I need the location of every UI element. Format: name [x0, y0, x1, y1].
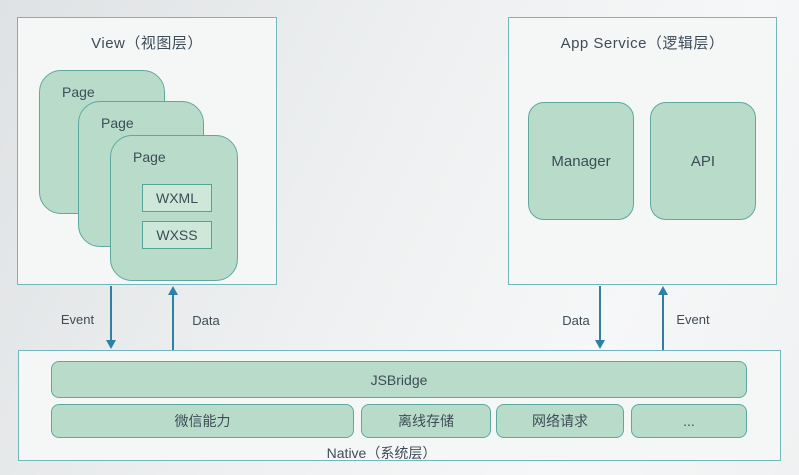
page-label: Page — [133, 149, 166, 165]
event-label-left: Event — [60, 312, 95, 327]
arrow-down-icon — [106, 340, 116, 349]
data-down-arrow-line — [599, 286, 601, 341]
data-label-left: Data — [192, 313, 220, 328]
wxml-box: WXML — [142, 184, 212, 212]
arrow-up-icon — [658, 286, 668, 295]
capability-wechat: 微信能力 — [51, 404, 354, 438]
page-label: Page — [62, 84, 95, 100]
event-down-arrow-line — [110, 286, 112, 341]
page-card: Page WXML WXSS — [110, 135, 238, 281]
arrow-down-icon — [595, 340, 605, 349]
page-label: Page — [101, 115, 134, 131]
native-layer-panel: JSBridge 微信能力 离线存储 网络请求 ... Native（系统层） — [18, 350, 781, 461]
event-up-arrow-line — [662, 294, 664, 350]
data-up-arrow-line — [172, 294, 174, 350]
event-label-right: Event — [676, 312, 710, 327]
api-box: API — [650, 102, 756, 220]
arrow-up-icon — [168, 286, 178, 295]
app-service-title: App Service（逻辑层） — [560, 35, 725, 52]
view-layer-panel: View（视图层） Page Page Page WXML WXSS — [17, 17, 277, 285]
capability-more: ... — [631, 404, 747, 438]
wxss-box: WXSS — [142, 221, 212, 249]
manager-box: Manager — [528, 102, 634, 220]
capability-network-request: 网络请求 — [496, 404, 624, 438]
native-layer-title: Native（系统层） — [326, 445, 437, 461]
app-service-panel: App Service（逻辑层） Manager API — [508, 17, 777, 285]
jsbridge-bar: JSBridge — [51, 361, 747, 398]
data-label-right: Data — [562, 313, 590, 328]
capability-offline-storage: 离线存储 — [361, 404, 491, 438]
view-layer-title: View（视图层） — [91, 35, 203, 52]
